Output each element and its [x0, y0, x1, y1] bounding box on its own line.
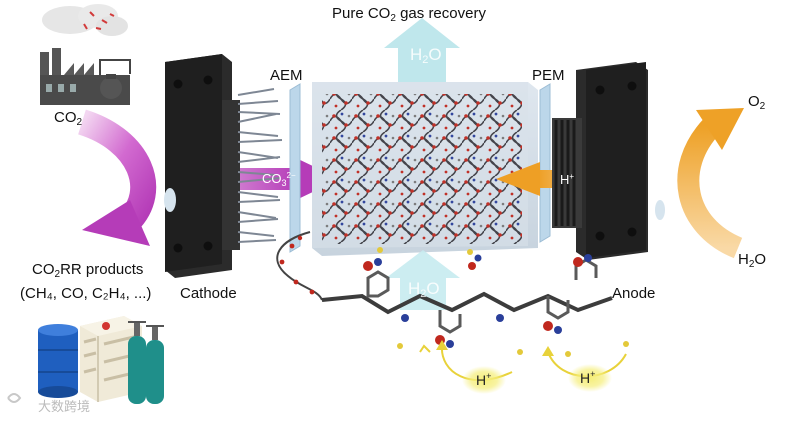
- o2-main: O: [748, 93, 760, 110]
- cathode-label: Cathode: [180, 285, 237, 302]
- h2o-main: H: [738, 251, 749, 268]
- o2-label: O2: [748, 94, 765, 112]
- carbonate-label: CO32−: [262, 172, 296, 188]
- barrel-icon: [38, 324, 78, 398]
- product-cylinders: [128, 321, 164, 404]
- products-a: CO: [32, 261, 55, 278]
- h2o-tail: O: [754, 251, 767, 268]
- hplus-1-sup: +: [486, 371, 492, 381]
- cathode-electrode: [164, 54, 283, 278]
- hplus-label-1: H+: [476, 371, 492, 388]
- products-b: 2: [54, 269, 61, 280]
- proton-sup: +: [569, 172, 575, 181]
- products-label: CO2RR products: [32, 262, 143, 280]
- h2o-sub: 2: [748, 259, 755, 270]
- ghost-top-main: H: [410, 45, 423, 64]
- hplus-1-main: H: [476, 372, 487, 388]
- anode-electrode: [552, 62, 665, 260]
- proton-main: H: [560, 172, 570, 187]
- aem-label: AEM: [270, 67, 303, 84]
- products-c: RR products: [60, 261, 144, 278]
- carbonate-sub: 3: [281, 178, 287, 188]
- pem-membrane: [539, 83, 551, 243]
- ghost-mid-main: H: [408, 279, 421, 298]
- crate-icon: [80, 316, 142, 402]
- aem-membrane: [289, 83, 301, 253]
- pem-label: PEM: [532, 67, 565, 84]
- title-suffix: gas recovery: [395, 5, 486, 22]
- h2o-mid-ghost-label: H2O: [408, 280, 440, 300]
- ghost-top-sub: 2: [422, 54, 429, 66]
- watermark-text: 大数跨境: [38, 399, 91, 414]
- title-sub: 2: [390, 13, 396, 24]
- electrolyte-chamber: [312, 82, 538, 256]
- o2-sub: 2: [759, 101, 766, 112]
- polymer-chain: [276, 231, 629, 357]
- ghost-mid-tail: O: [426, 279, 440, 298]
- co2-input-arrow: [77, 109, 157, 246]
- hplus-2-sup: +: [590, 369, 596, 379]
- co2-label: CO2: [54, 110, 82, 128]
- carbonate-sup: 2−: [286, 171, 296, 180]
- title-prefix: Pure CO: [332, 5, 391, 22]
- proton-transfer-arrows: [419, 340, 627, 394]
- watermark-logo-icon: [7, 393, 22, 403]
- gas-cylinder-icon: [99, 59, 131, 99]
- proton-label: H+: [560, 172, 575, 187]
- co2-main: CO: [54, 109, 77, 126]
- co2-sub: 2: [76, 117, 83, 128]
- h2o-up-arrow-top: [384, 18, 460, 82]
- carbonate-main: CO: [262, 171, 282, 186]
- h2o-label: H2O: [738, 252, 766, 270]
- anode-arrow: [677, 108, 744, 259]
- hplus-label-2: H+: [580, 369, 596, 386]
- title-label: Pure CO2 gas recovery: [332, 6, 486, 24]
- ghost-mid-sub: 2: [420, 288, 427, 300]
- h2o-top-ghost-label: H2O: [410, 46, 442, 66]
- hplus-2-main: H: [580, 370, 591, 386]
- ghost-top-tail: O: [428, 45, 442, 64]
- products-formula-label: (CH₄, CO, C₂H₄, ...): [20, 285, 152, 302]
- anode-label: Anode: [612, 285, 656, 302]
